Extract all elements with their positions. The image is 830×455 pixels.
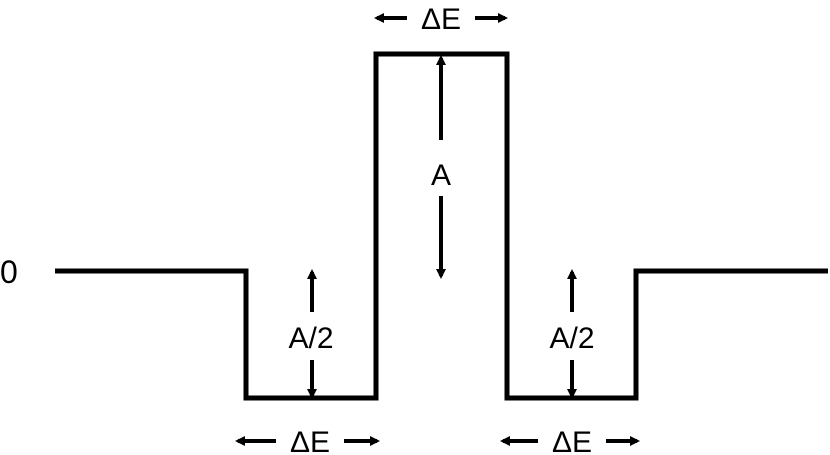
- delta-e-bottom-left-label: ΔE: [290, 426, 330, 455]
- amplitude-right-label: A/2: [549, 322, 594, 355]
- delta-e-top-indicator: ΔE: [374, 3, 508, 36]
- waveform-line: [55, 51, 828, 401]
- zero-baseline-label: 0: [0, 254, 18, 290]
- delta-e-top-label: ΔE: [421, 3, 461, 36]
- delta-e-bottom-right-label: ΔE: [552, 426, 592, 455]
- delta-e-bottom-right-indicator: ΔE: [500, 426, 640, 455]
- delta-e-bottom-left-indicator: ΔE: [235, 426, 380, 455]
- amplitude-right-indicator: A/2: [549, 269, 595, 399]
- amplitude-left-label: A/2: [288, 322, 333, 355]
- amplitude-center-label: A: [431, 159, 451, 192]
- amplitude-center-indicator: A: [431, 55, 451, 279]
- amplitude-left-indicator: A/2: [288, 269, 334, 399]
